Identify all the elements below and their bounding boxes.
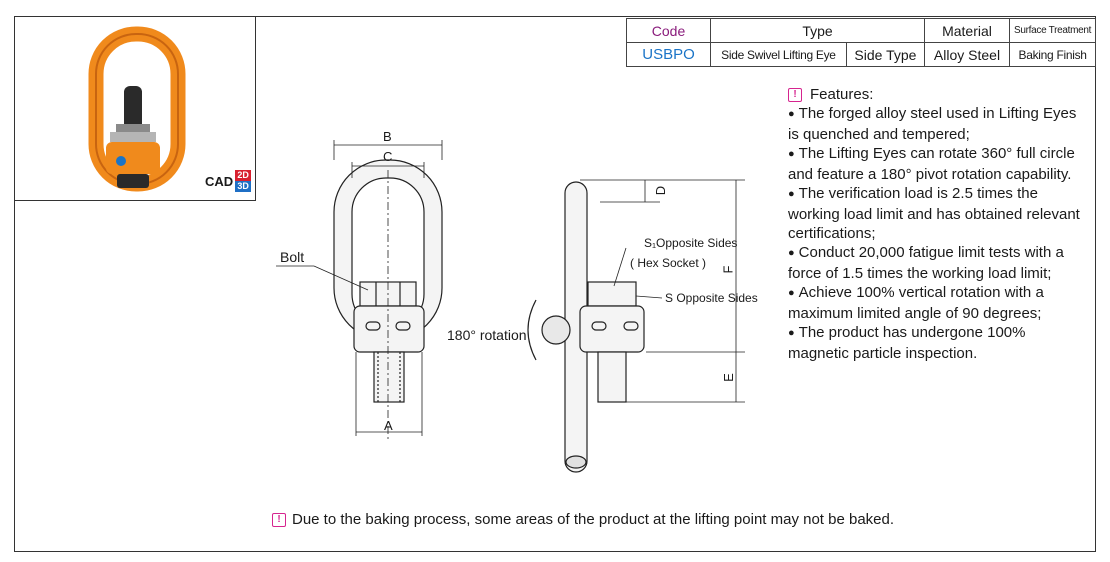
product-photo <box>14 16 256 201</box>
label-hex-socket: ( Hex Socket ) <box>630 256 707 270</box>
list-item: The product has undergone 100% magnetic … <box>788 323 1088 363</box>
cell-surface: Baking Finish <box>1008 42 1097 67</box>
warning-icon: ! <box>788 87 802 102</box>
warning-icon: ! <box>272 512 286 527</box>
page-frame <box>14 16 1096 552</box>
table-row: USBPO Side Swivel Lifting Eye Side Type … <box>626 42 1097 67</box>
list-item: The Lifting Eyes can rotate 360° full ci… <box>788 144 1088 184</box>
list-item: Achieve 100% vertical rotation with a ma… <box>788 283 1088 323</box>
baking-note: ! Due to the baking process, some areas … <box>272 511 894 528</box>
spec-table: Code Type Material Surface Treatment USB… <box>626 18 1097 67</box>
cad-2d-badge[interactable]: 2D <box>235 170 252 181</box>
label-bolt: Bolt <box>280 249 305 265</box>
lifting-eye-photo <box>88 26 186 192</box>
dim-label-b: B <box>383 129 392 144</box>
dim-label-e: E <box>720 373 736 382</box>
dim-label-c: C <box>383 149 393 164</box>
dim-label-a: A <box>384 418 393 433</box>
dim-label-d: D <box>653 185 669 196</box>
baking-note-text: Due to the baking process, some areas of… <box>292 511 895 528</box>
cad-badge[interactable]: CAD 2D 3D <box>205 170 252 192</box>
header-code: Code <box>626 18 711 43</box>
list-item: The verification load is 2.5 times the w… <box>788 184 1088 243</box>
list-item: Conduct 20,000 fatigue limit tests with … <box>788 243 1088 283</box>
features-title: ! Features: <box>788 85 1088 104</box>
label-s-opposite-sides: S Opposite Sides <box>665 291 758 305</box>
label-rotation: 180° rotation <box>447 327 527 343</box>
cell-code[interactable]: USBPO <box>626 42 711 67</box>
list-item: The forged alloy steel used in Lifting E… <box>788 104 1088 144</box>
features-section: ! Features: The forged alloy steel used … <box>788 85 1088 363</box>
dim-label-f: F <box>720 265 736 274</box>
cell-type-style: Side Type <box>845 42 926 67</box>
header-surface: Surface Treatment <box>1008 18 1097 43</box>
cell-type-name: Side Swivel Lifting Eye <box>710 42 847 67</box>
features-list: The forged alloy steel used in Lifting E… <box>788 104 1088 363</box>
cell-material: Alloy Steel <box>924 42 1010 67</box>
header-material: Material <box>924 18 1010 43</box>
cad-label: CAD <box>205 173 234 189</box>
cad-3d-badge[interactable]: 3D <box>235 181 252 192</box>
features-title-text: Features: <box>810 86 874 103</box>
label-s1-opposite-sides: S₁Opposite Sides <box>644 236 738 250</box>
